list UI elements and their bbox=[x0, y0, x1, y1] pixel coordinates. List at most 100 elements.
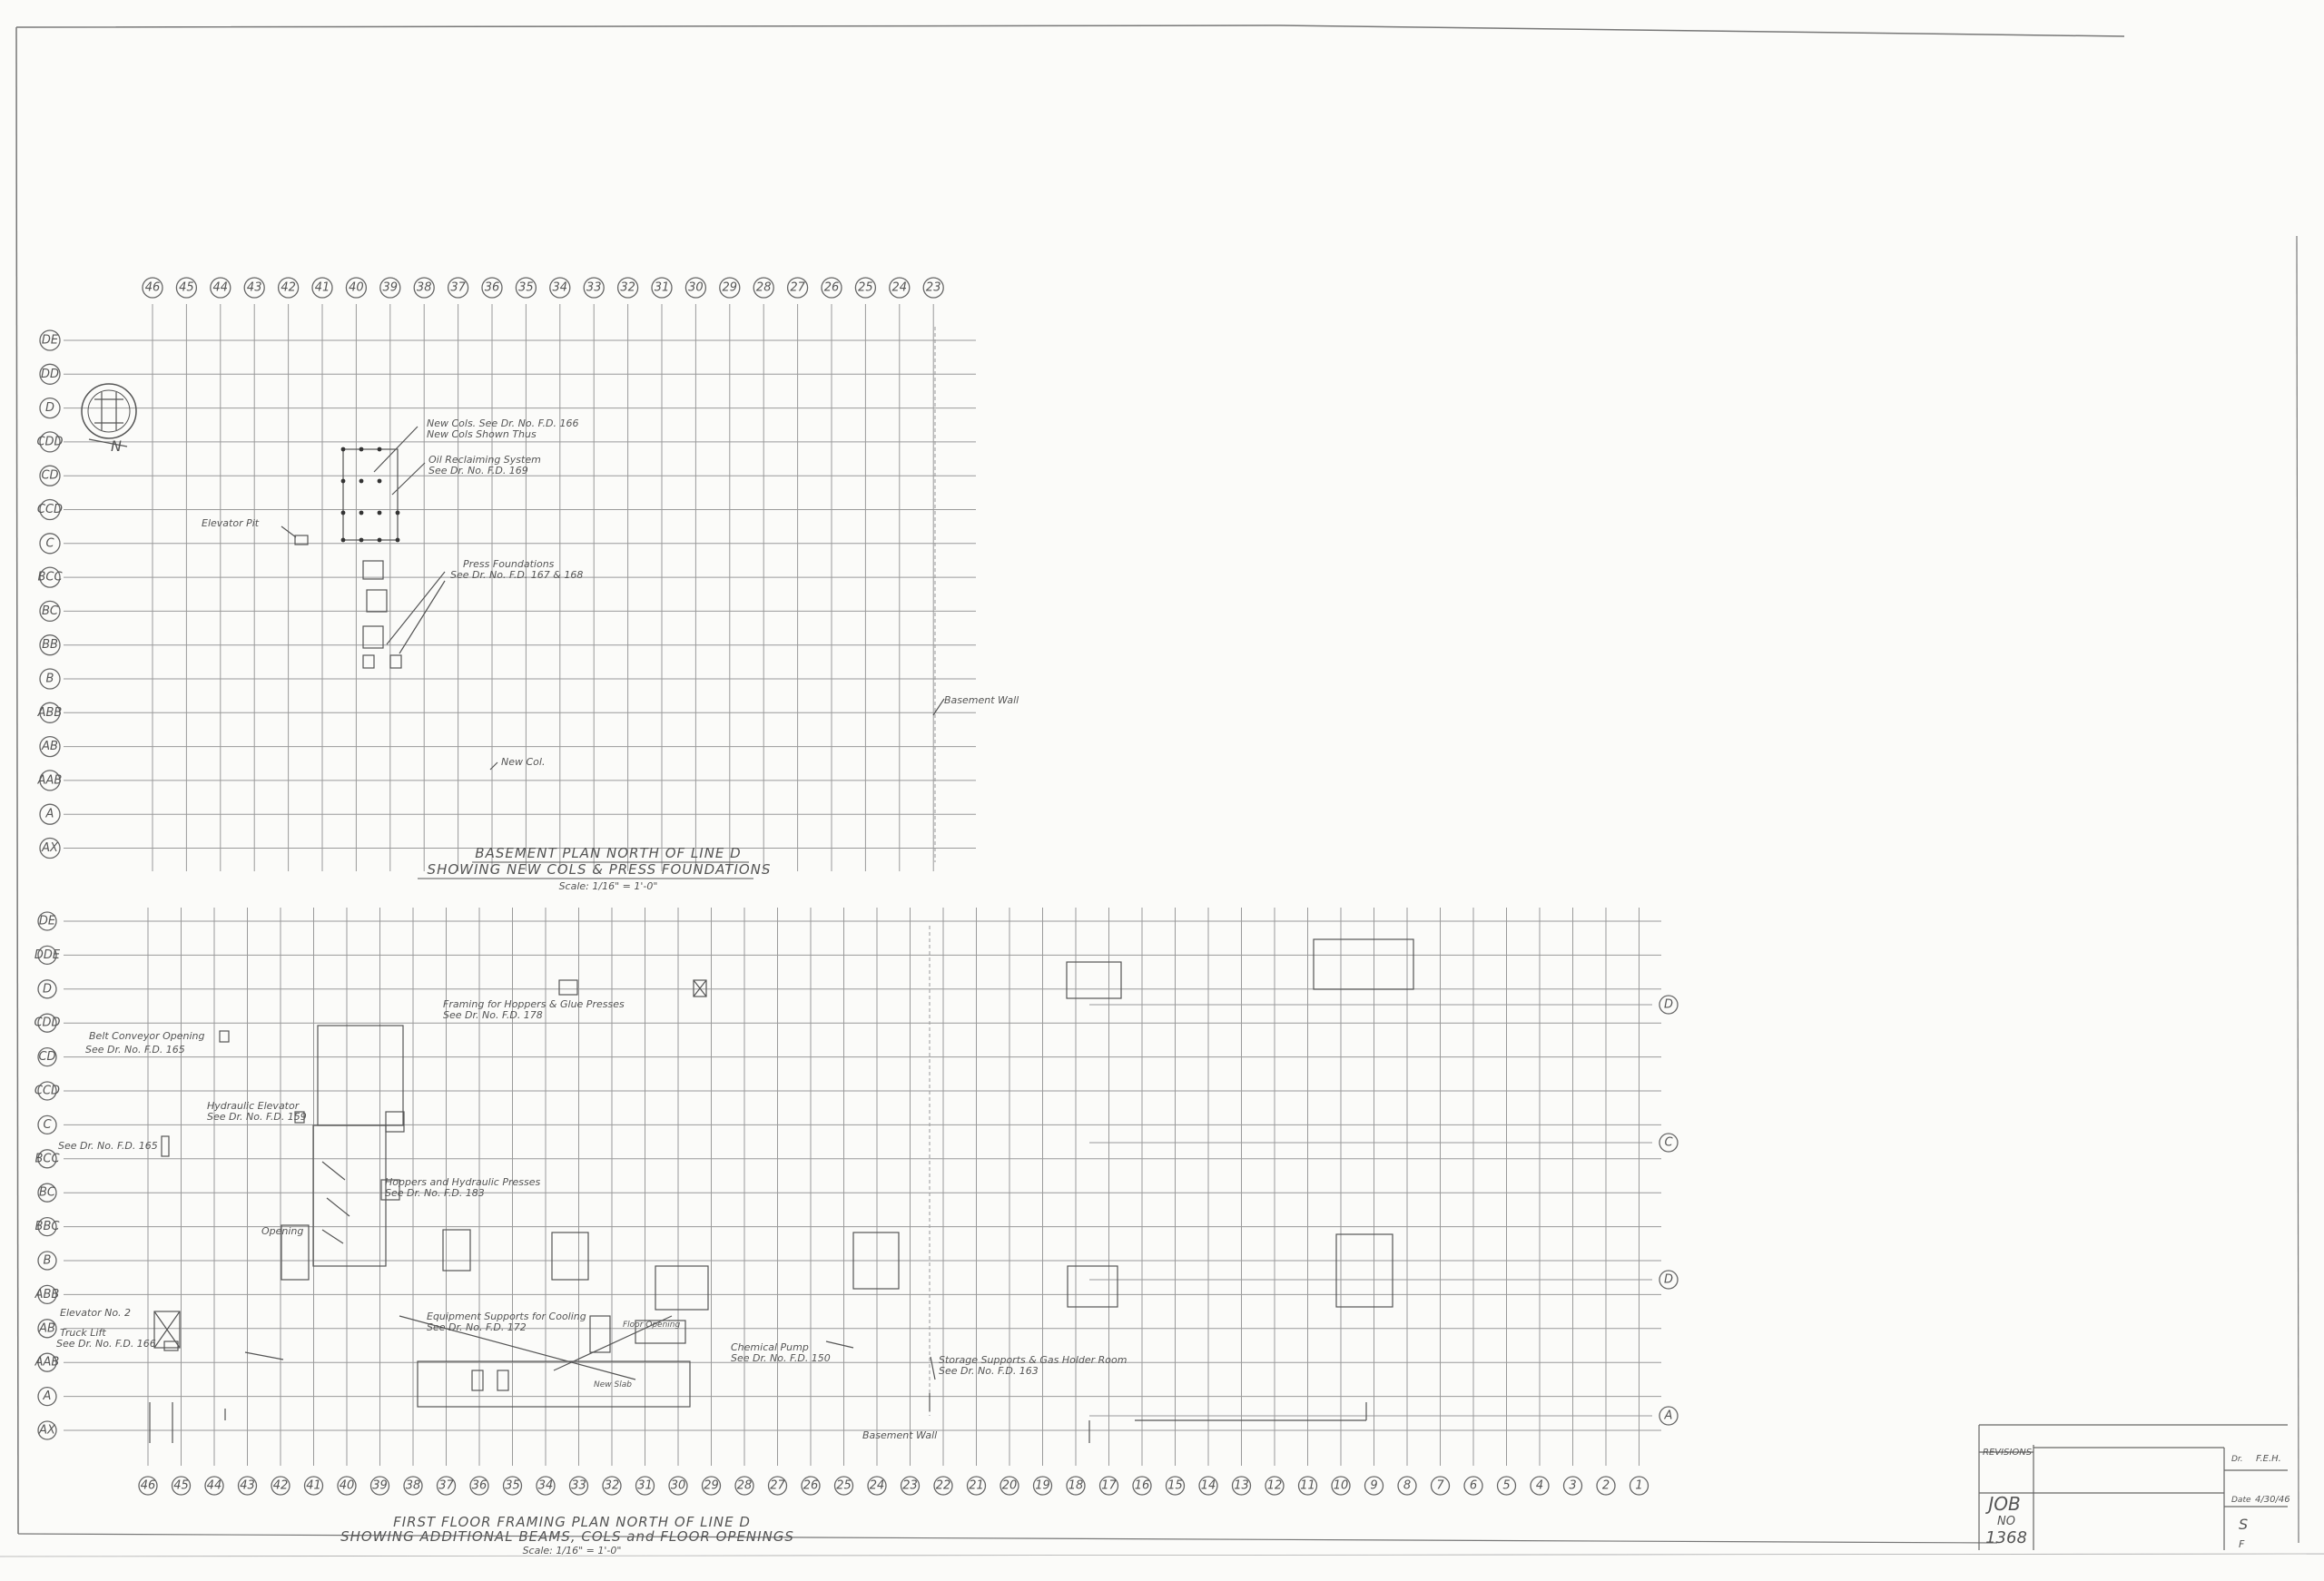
new-column-marker bbox=[340, 510, 346, 516]
basement-row-bubble: DD bbox=[39, 363, 61, 385]
first-floor-plan-subtitle: SHOWING ADDITIONAL BEAMS, COLS and FLOOR… bbox=[340, 1528, 794, 1545]
first-floor-column-bubble-label: 6 bbox=[1470, 1479, 1477, 1493]
basement-column-bubble: 23 bbox=[922, 277, 944, 299]
first-floor-column-bubble: 20 bbox=[1000, 1476, 1019, 1496]
first-floor-column-bubble-label: 25 bbox=[836, 1479, 852, 1493]
first-floor-column-bubble-label: 21 bbox=[969, 1479, 984, 1493]
basement-column-bubble-label: 30 bbox=[688, 281, 704, 295]
basement-column-bubble: 35 bbox=[515, 277, 537, 299]
basement-column-bubble-label: 26 bbox=[824, 281, 840, 295]
first-floor-column-bubble: 19 bbox=[1032, 1476, 1053, 1496]
first-floor-column-bubble-label: 10 bbox=[1334, 1479, 1349, 1493]
first-floor-column-bubble: 25 bbox=[833, 1476, 854, 1496]
basement-column-bubble: 38 bbox=[413, 277, 435, 299]
first-floor-row-bubble: D bbox=[37, 979, 57, 999]
basement-column-bubble-label: 42 bbox=[281, 281, 296, 295]
basement-column-bubble: 32 bbox=[616, 277, 639, 299]
truck-lift-sub-note: See Dr. No. F.D. 166 bbox=[56, 1338, 156, 1350]
basement-row-bubble: D bbox=[39, 397, 61, 419]
first-floor-column-bubble: 46 bbox=[138, 1476, 158, 1496]
basement-row-bubble-label: CDD bbox=[36, 435, 63, 448]
new-column-marker bbox=[340, 478, 346, 484]
basement-row-bubble-label: AB bbox=[41, 740, 58, 753]
basement-column-bubble-label: 37 bbox=[450, 281, 466, 295]
basement-row-bubble: A bbox=[39, 803, 61, 825]
basement-row-bubble: CCD bbox=[37, 498, 63, 521]
framing-hoppers-note: Framing for Hoppers & Glue Presses bbox=[443, 998, 625, 1010]
first-floor-column-bubble-label: 36 bbox=[472, 1479, 487, 1493]
basement-column-bubble-label: 41 bbox=[315, 281, 330, 295]
equipment-supports-note: Equipment Supports for Cooling bbox=[427, 1311, 586, 1322]
new-column-marker bbox=[340, 537, 346, 543]
basement-column-bubble: 45 bbox=[175, 277, 198, 299]
north-arrow-icon bbox=[81, 383, 137, 447]
basement-row-bubble: BCC bbox=[37, 566, 63, 588]
sheet-sub-value: F bbox=[2239, 1538, 2245, 1550]
basement-column-bubble: 28 bbox=[753, 277, 774, 299]
basement-column-bubble: 40 bbox=[345, 277, 368, 299]
first-floor-right-bubble-label: A bbox=[1664, 1409, 1673, 1423]
first-floor-column-bubble-label: 8 bbox=[1403, 1479, 1411, 1493]
first-floor-column-bubble: 40 bbox=[337, 1476, 357, 1496]
first-floor-column-bubble: 30 bbox=[668, 1476, 688, 1496]
basement-column-bubble-label: 24 bbox=[892, 281, 908, 295]
opening-note: Opening bbox=[261, 1225, 303, 1237]
first-floor-column-bubble-label: 9 bbox=[1370, 1479, 1377, 1493]
first-floor-column-bubble: 39 bbox=[369, 1476, 390, 1496]
chemical-pumps-note: Chemical Pump bbox=[731, 1341, 809, 1353]
basement-column-bubble: 37 bbox=[447, 277, 469, 299]
basement-row-bubble-label: DE bbox=[42, 334, 59, 348]
first-floor-column-bubble: 13 bbox=[1231, 1476, 1252, 1496]
first-floor-column-bubble: 41 bbox=[303, 1476, 324, 1496]
basement-column-bubble: 46 bbox=[142, 277, 163, 299]
basement-column-bubble: 41 bbox=[311, 277, 333, 299]
floor-opening-note: Floor Opening bbox=[623, 1321, 680, 1330]
basement-column-bubble-label: 36 bbox=[485, 281, 500, 295]
first-floor-row-bubble: AAB bbox=[34, 1352, 59, 1372]
job-number: 1368 bbox=[1985, 1528, 2027, 1547]
first-floor-row-bubble: DDE bbox=[34, 945, 61, 966]
first-floor-column-bubble-label: 22 bbox=[936, 1479, 951, 1493]
first-floor-column-bubble: 35 bbox=[502, 1476, 523, 1496]
first-floor-right-bubble: D bbox=[1659, 995, 1679, 1015]
basement-plan-subtitle: SHOWING NEW COLS & PRESS FOUNDATIONS bbox=[428, 861, 772, 878]
first-floor-column-bubble: 7 bbox=[1430, 1476, 1451, 1496]
basement-row-bubble-label: AX bbox=[41, 841, 59, 855]
first-floor-row-bubble: CCD bbox=[34, 1081, 60, 1101]
first-floor-column-bubble-label: 35 bbox=[505, 1479, 520, 1493]
first-floor-column-bubble: 3 bbox=[1562, 1476, 1583, 1496]
basement-row-bubble-label: C bbox=[45, 536, 54, 550]
first-floor-column-bubble-label: 11 bbox=[1300, 1479, 1315, 1493]
first-floor-column-bubble: 22 bbox=[933, 1476, 953, 1496]
first-floor-column-bubble-label: 33 bbox=[571, 1479, 586, 1493]
first-floor-row-bubble: AB bbox=[37, 1319, 57, 1339]
first-floor-column-bubble-label: 14 bbox=[1201, 1479, 1216, 1493]
first-floor-column-bubble: 11 bbox=[1297, 1476, 1318, 1496]
new-column-marker bbox=[395, 510, 400, 516]
equipment-supports-sub-note: See Dr. No. F.D. 172 bbox=[427, 1321, 527, 1333]
new-column-marker bbox=[359, 510, 364, 516]
hydraulic-elevator-sub-note: See Dr. No. F.D. 159 bbox=[207, 1111, 307, 1123]
first-floor-column-bubble: 36 bbox=[469, 1476, 489, 1496]
first-floor-row-bubble-label: AB bbox=[38, 1321, 55, 1335]
hydraulic-elevator-note: Hydraulic Elevator bbox=[207, 1100, 300, 1112]
first-floor-column-bubble-label: 43 bbox=[240, 1479, 255, 1493]
basement-column-bubble-label: 29 bbox=[723, 281, 738, 295]
first-floor-framing-details bbox=[149, 938, 1414, 1443]
first-floor-column-bubble-label: 23 bbox=[902, 1479, 918, 1493]
basement-column-bubble-label: 34 bbox=[553, 281, 568, 295]
first-floor-column-bubble: 8 bbox=[1397, 1476, 1417, 1496]
first-floor-column-bubble-label: 28 bbox=[737, 1479, 753, 1493]
basement-row-bubble-label: DD bbox=[41, 368, 59, 381]
first-floor-row-bubble: DE bbox=[37, 911, 57, 931]
first-floor-row-bubble: BCC bbox=[34, 1149, 60, 1169]
first-floor-column-bubble-label: 42 bbox=[273, 1479, 289, 1493]
first-floor-column-bubble-label: 45 bbox=[173, 1479, 189, 1493]
basement-column-bubble: 30 bbox=[684, 277, 707, 299]
basement-row-bubble: AB bbox=[39, 735, 61, 758]
first-floor-column-bubble-label: 40 bbox=[340, 1479, 355, 1493]
first-floor-row-bubble: CD bbox=[37, 1046, 57, 1067]
new-column-marker bbox=[359, 537, 364, 543]
